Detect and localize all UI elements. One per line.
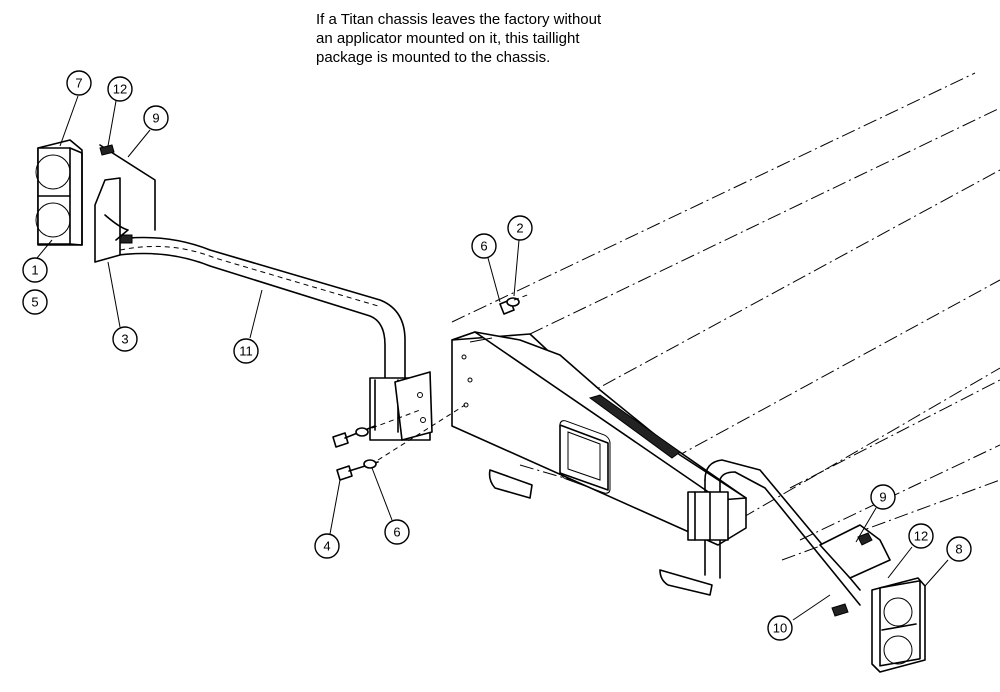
svg-text:9: 9 xyxy=(152,111,159,126)
svg-text:5: 5 xyxy=(31,295,38,310)
callout-4: 4 xyxy=(314,533,340,559)
callout-12-left: 12 xyxy=(107,76,133,102)
callout-8: 8 xyxy=(946,536,972,562)
svg-text:9: 9 xyxy=(879,490,886,505)
svg-text:7: 7 xyxy=(75,76,82,91)
svg-text:1: 1 xyxy=(31,263,38,278)
svg-text:12: 12 xyxy=(914,529,928,544)
svg-text:8: 8 xyxy=(955,542,962,557)
callout-7: 7 xyxy=(66,70,92,96)
callout-11: 11 xyxy=(233,338,259,364)
callout-6-bottom: 6 xyxy=(384,519,410,545)
callout-3: 3 xyxy=(112,326,138,352)
callout-1: 1 xyxy=(22,257,48,283)
callout-6-top: 6 xyxy=(471,233,497,259)
callout-10: 10 xyxy=(767,615,793,641)
svg-text:10: 10 xyxy=(773,621,787,636)
diagram-note: If a Titan chassis leaves the factory wi… xyxy=(316,10,736,67)
hardware xyxy=(332,293,531,481)
callouts: 7 12 9 1 5 3 11 xyxy=(22,70,972,641)
callout-9-right: 9 xyxy=(870,484,896,510)
chassis-rail-lines xyxy=(451,72,1000,561)
note-line-1: If a Titan chassis leaves the factory wi… xyxy=(316,11,602,28)
svg-text:6: 6 xyxy=(480,239,487,254)
chassis-frame xyxy=(451,331,747,596)
svg-text:4: 4 xyxy=(323,539,330,554)
note-line-3: package is mounted to the chassis. xyxy=(316,49,551,66)
callout-5: 5 xyxy=(22,289,48,315)
callout-2: 2 xyxy=(507,215,533,241)
svg-text:3: 3 xyxy=(121,332,128,347)
svg-text:12: 12 xyxy=(113,82,127,97)
note-line-2: an applicator mounted on it, this tailli… xyxy=(316,30,580,47)
callout-12-right: 12 xyxy=(908,523,934,549)
svg-text:2: 2 xyxy=(516,221,523,236)
callout-9-left: 9 xyxy=(143,105,169,131)
right-taillight-assembly xyxy=(687,459,926,673)
svg-text:11: 11 xyxy=(239,344,253,359)
left-taillight-assembly xyxy=(35,139,433,441)
svg-text:6: 6 xyxy=(393,525,400,540)
